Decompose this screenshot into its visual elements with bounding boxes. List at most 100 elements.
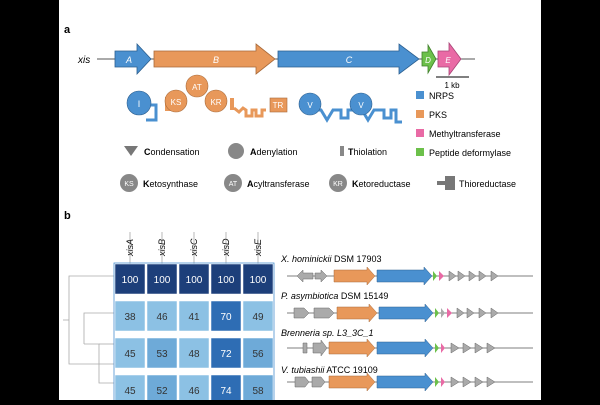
heatmap-value: 46 [188,386,200,397]
gene-C: C [277,43,420,75]
domain-KS [164,89,188,113]
domain-KR [204,89,228,113]
heatmap-value: 74 [220,386,232,397]
cluster-row-1 [287,266,533,286]
legend-label-methyltransferase: Methyltransferase [429,129,501,139]
heatmap-value: 46 [156,312,168,323]
heatmap-value: 41 [188,312,200,323]
strain-label: Brenneria sp. L3_3C_1 [281,328,374,338]
heatmap-cell [210,263,242,295]
domain-I: I [126,90,158,122]
domain-AT [185,74,209,98]
dendrogram [63,275,114,384]
thioreductase-icon [437,176,455,190]
scale-bar-label: 1 kb [444,81,460,90]
heatmap-cell [146,263,178,295]
heatmap-value: 100 [250,275,267,286]
heatmap-value: 100 [218,275,235,286]
cluster-label: xis [77,55,90,66]
strain-label: V. tubiashii ATCC 19109 [281,365,378,375]
acyltransferase-badge [224,174,242,192]
heatmap-value: 56 [252,349,264,360]
legend-swatch-pks [416,110,424,118]
heatmap-value: 100 [154,275,171,286]
thiolation-icon [340,146,344,156]
heatmap-value: 45 [124,349,136,360]
heatmap-cell [146,337,178,369]
strain-label: X. hominickii DSM 17903 [280,254,382,264]
legend-label-nrps: NRPS [429,91,454,101]
heatmap-cell [178,337,210,369]
domain-key-row-1: Condensation Adenylation Thiolation [124,143,387,159]
heatmap-cell [178,263,210,295]
heatmap-cell [114,263,146,295]
domain-key-row-2: KS Ketosynthase AT Acyltransferase KR Ke… [120,174,516,192]
heatmap-cell [210,300,242,332]
heatmap-value: 45 [124,386,136,397]
legend-label-deformylase: Peptide deformylase [429,148,511,158]
key-acyltransferase: Acyltransferase [247,179,310,189]
gene-C-label: C [346,55,353,65]
domain-KR-label: KR [210,98,221,107]
key-thiolation: Thiolation [348,147,387,157]
domain-KS-label: KS [171,98,182,107]
legend-label-pks: PKS [429,110,447,120]
heatmap-value: 70 [220,312,232,323]
key-ketosynthase: Ketosynthase [143,179,198,189]
heatmap-cell [210,337,242,369]
heatmap-value: 72 [220,349,232,360]
svg-text:KS: KS [124,181,134,188]
panel-b-label: b [64,210,71,222]
figure-svg: a xis A B C D E 1 kb I KS AT KR [63,24,533,405]
ketosynthase-badge [120,174,138,192]
strain-label: P. asymbiotica DSM 15149 [281,291,388,301]
heatmap-value: 53 [156,349,168,360]
legend-swatch-deformylase [416,148,424,156]
domain-V-2-label: V [358,101,364,110]
heatmap-cell [242,337,274,369]
key-thioreductase: Thioreductase [459,179,516,189]
gene-D-label: D [425,56,431,65]
nrps-module: V V [298,92,402,124]
legend-swatch-methyltransferase [416,129,424,137]
domain-I-label: I [138,99,141,109]
condensation-icon [124,146,138,156]
cluster-row-3 [287,338,533,358]
heatmap-cell [242,300,274,332]
gene-E-label: E [445,56,451,65]
domain-AT-label: AT [192,83,202,92]
svg-text:KR: KR [333,181,343,188]
legend-swatch-nrps [416,91,424,99]
cluster-row-2 [287,303,533,323]
heatmap-value: 52 [156,386,168,397]
heatmap-cell [178,300,210,332]
domain-V-1-label: V [307,101,313,110]
gene-A: A [114,42,152,76]
cluster-row-4 [287,372,533,392]
gene-D: D [421,43,437,75]
heatmap-value: 38 [124,312,136,323]
strain-labels: X. hominickii DSM 17903 P. asymbiotica DS… [280,254,388,375]
heatmap-value: 100 [186,275,203,286]
heatmap-value: 48 [188,349,200,360]
heatmap-cell [146,300,178,332]
key-condensation: Condensation [144,147,200,157]
domain-V-1 [298,92,322,116]
heatmap-value: 58 [252,386,264,397]
heatmap-frame [113,262,275,405]
heatmap-cell [114,300,146,332]
domain-V-2 [349,92,373,116]
heatmap-cell [242,263,274,295]
panel-a-label: a [64,24,71,36]
key-ketoreductase: Ketoreductase [352,179,411,189]
figure-panel: a xis A B C D E 1 kb I KS AT KR [59,0,541,405]
key-adenylation: Adenylation [250,147,298,157]
heatmap-cell [114,337,146,369]
heatmap-value: 49 [252,312,264,323]
ketoreductase-badge [329,174,347,192]
gene-B-label: B [213,55,219,65]
gene-A-label: A [125,55,132,65]
category-legend: NRPS PKS Methyltransferase Peptide defor… [416,91,511,158]
